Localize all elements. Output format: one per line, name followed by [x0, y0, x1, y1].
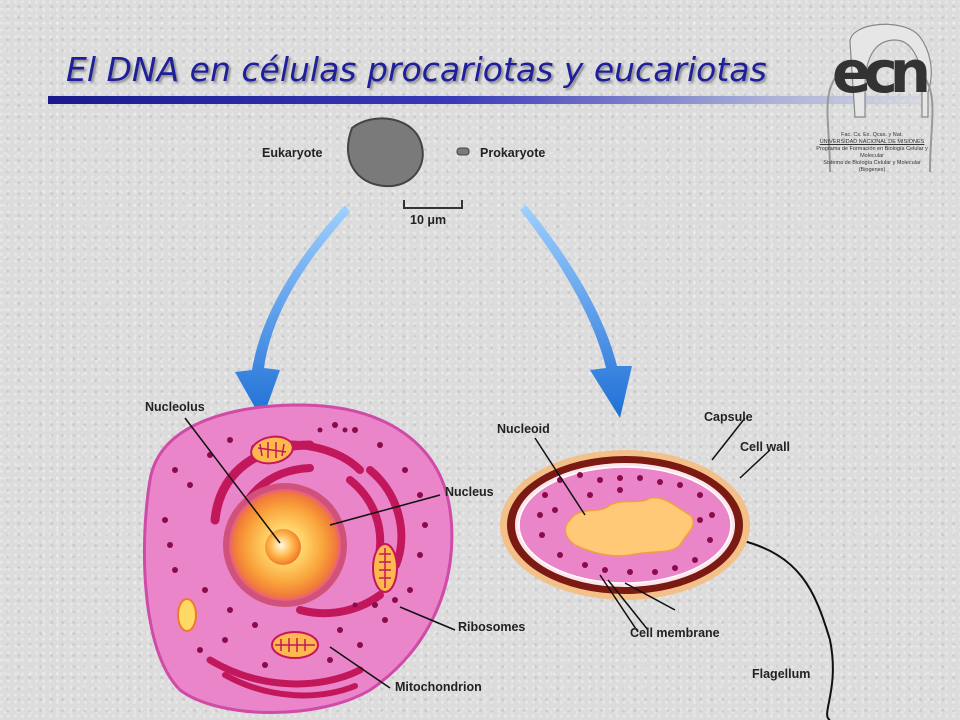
label-cell-membrane: Cell membrane	[630, 626, 720, 640]
prokaryote-size-label: Prokaryote	[480, 146, 545, 160]
prokaryotic-cell	[500, 450, 834, 720]
arrow-to-prokaryote	[520, 205, 632, 418]
label-mitochondrion: Mitochondrion	[395, 680, 482, 694]
eukaryotic-cell	[142, 403, 454, 714]
size-comparison	[347, 117, 470, 209]
mitochondrion-1	[250, 435, 294, 465]
logo-caption: Fac. Cs. Ex. Qcas. y Nat. UNIVERSIDAD NA…	[812, 132, 932, 174]
logo-line-2: UNIVERSIDAD NACIONAL DE MISIONES	[819, 139, 925, 145]
scale-label: 10 μm	[410, 213, 446, 227]
label-nucleoid: Nucleoid	[497, 422, 550, 436]
prokaryote-ribosomes	[537, 472, 715, 575]
label-capsule: Capsule	[704, 410, 753, 424]
leader-lines	[184, 417, 771, 689]
arrow-to-eukaryote	[235, 205, 350, 420]
mitochondrion-3	[271, 631, 319, 659]
label-cell-wall: Cell wall	[740, 440, 791, 454]
flagellum-shape	[739, 539, 834, 720]
label-ribosomes: Ribosomes	[458, 620, 526, 634]
page-title: El DNA en células procariotas y eucariot…	[66, 50, 767, 89]
title-underline	[48, 96, 948, 104]
svg-text:ecn: ecn	[832, 38, 927, 106]
nucleolus-shape	[265, 529, 301, 565]
logo-line-3: Programa de Formación en Biología Celula…	[816, 146, 928, 159]
vesicle	[177, 598, 197, 632]
prokaryote-size-shape	[456, 147, 470, 156]
logo-line-1: Fac. Cs. Ex. Qcas. y Nat.	[841, 132, 903, 138]
ribosome-dots	[162, 422, 428, 668]
label-nucleus: Nucleus	[445, 485, 494, 499]
label-flagellum: Flagellum	[752, 667, 811, 681]
institution-logo: ecn	[826, 23, 935, 173]
eukaryote-size-shape	[347, 117, 424, 188]
mitochondrion-2	[372, 543, 398, 593]
scale-bar	[403, 200, 463, 209]
logo-line-4: Sistema de Biología Celular y Molecular …	[823, 160, 921, 173]
eukaryote-size-label: Eukaryote	[262, 146, 322, 160]
nucleoid-shape	[564, 496, 695, 557]
label-nucleolus: Nucleolus	[145, 400, 205, 414]
